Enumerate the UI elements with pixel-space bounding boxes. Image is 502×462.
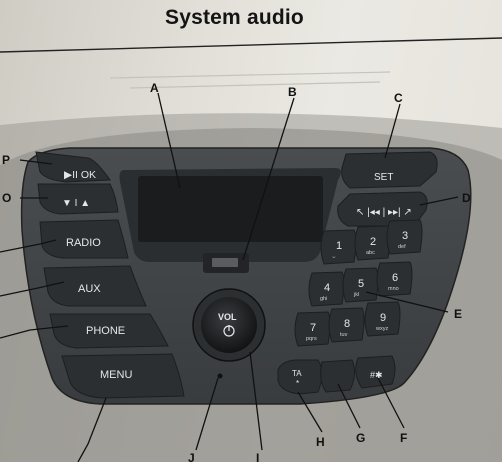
callout-j: J: [188, 451, 195, 462]
callout-a: A: [150, 81, 159, 95]
key-0-button[interactable]: [320, 359, 356, 393]
header-rule: [0, 37, 502, 53]
key-3-button[interactable]: 3 def: [386, 219, 423, 255]
key-1-digit: 1: [336, 240, 342, 252]
menu-button[interactable]: [61, 353, 185, 399]
key-7-button[interactable]: 7 pqrs: [294, 311, 331, 347]
key-2-letters: abc: [366, 250, 375, 256]
menu-label: MENU: [100, 369, 132, 381]
callout-h: H: [316, 435, 325, 449]
key-7-letters: pqrs: [306, 336, 317, 342]
radio-button[interactable]: [39, 219, 129, 259]
key-2-digit: 2: [370, 236, 376, 248]
key-5-digit: 5: [358, 278, 364, 290]
ta-label: TA: [292, 369, 302, 378]
callout-o: O: [2, 191, 11, 205]
key-4-letters: ghi: [320, 296, 327, 302]
key-8-digit: 8: [344, 318, 350, 330]
seek-icons: ▼ I ▲: [62, 198, 90, 209]
play-ok-button[interactable]: [35, 151, 111, 183]
callout-c: C: [394, 91, 403, 105]
radio-label: RADIO: [66, 237, 101, 249]
key-5-letters: jkl: [353, 292, 359, 298]
phone-button[interactable]: [49, 313, 169, 349]
microphone-hole-icon: [217, 373, 223, 379]
key-3-letters: def: [398, 244, 406, 250]
seek-button[interactable]: [37, 183, 119, 215]
set-button[interactable]: [341, 151, 438, 189]
star-icon: #✱: [370, 370, 383, 380]
usb-port[interactable]: [212, 258, 238, 267]
callout-p: P: [2, 153, 10, 167]
play-ok-label: ▶II OK: [64, 169, 96, 181]
key-7-digit: 7: [310, 322, 316, 334]
key-8-button[interactable]: 8 tuv: [328, 307, 365, 343]
faint-text-lines: [109, 71, 391, 89]
callout-i: I: [256, 451, 259, 462]
key-1-letters: ⌣: [332, 254, 336, 260]
key-9-button[interactable]: 9 wxyz: [364, 301, 401, 337]
phone-label: PHONE: [86, 325, 125, 337]
vol-label: VOL: [218, 312, 237, 322]
keypad: 1⌣2abc3def4ghi5jkl6mno7pqrs8tuv9wxyz0: [294, 219, 423, 383]
call-control-icons: ↖ |◂◂ | ▸▸| ↗: [356, 207, 412, 218]
key-3-digit: 3: [402, 230, 408, 242]
star-button[interactable]: [355, 355, 396, 389]
key-2-button[interactable]: 2 abc: [354, 225, 391, 261]
ta-star: *: [296, 379, 299, 388]
key-8-letters: tuv: [340, 332, 348, 338]
callout-f: F: [400, 431, 407, 445]
key-1-button[interactable]: 1⌣: [320, 229, 357, 265]
aux-button[interactable]: [43, 265, 147, 307]
set-label: SET: [374, 172, 393, 183]
callout-lines: [0, 92, 459, 462]
callout-g: G: [356, 431, 365, 445]
aux-label: AUX: [78, 283, 101, 295]
key-6-letters: mno: [388, 286, 399, 292]
callout-d: D: [462, 191, 471, 205]
key-4-button[interactable]: 4 ghi: [308, 271, 345, 307]
callout-b: B: [288, 85, 297, 99]
page-title: System audio: [165, 6, 304, 29]
key-5-button[interactable]: 5 jkl: [342, 267, 379, 303]
key-6-digit: 6: [392, 272, 398, 284]
callout-e: E: [454, 307, 462, 321]
key-9-letters: wxyz: [375, 326, 388, 332]
key-4-digit: 4: [324, 282, 330, 294]
key-9-digit: 9: [380, 312, 386, 324]
key-6-button[interactable]: 6 mno: [376, 261, 413, 297]
callout-labels: A B C D E F G H I J P O: [2, 81, 471, 462]
display-screen: [138, 176, 323, 242]
